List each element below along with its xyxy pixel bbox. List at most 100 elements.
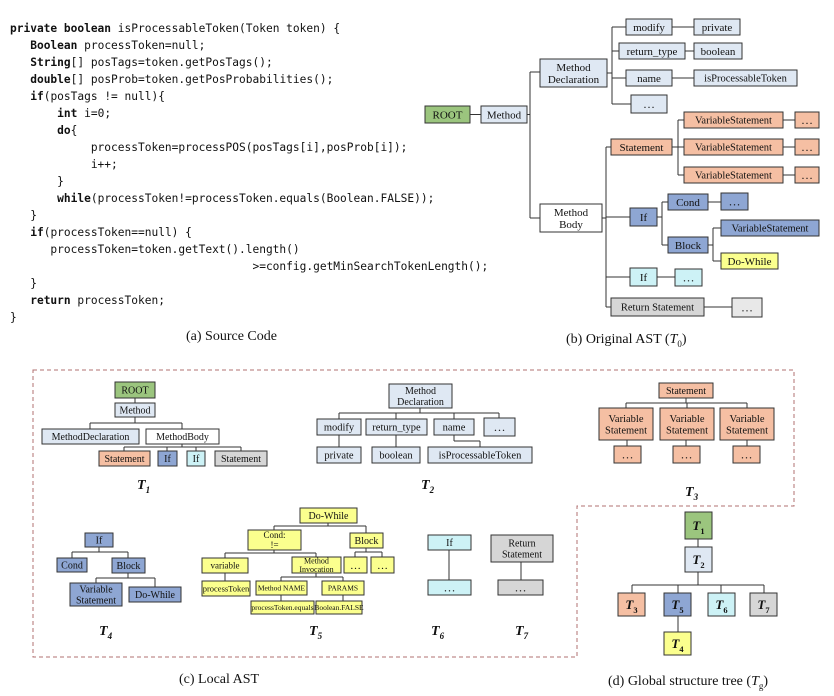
- node-label: …: [681, 448, 693, 462]
- node-t5-params: PARAMS: [321, 580, 365, 596]
- node-box: [480, 105, 528, 124]
- node-box: [794, 138, 820, 156]
- node-label: Variable: [730, 414, 765, 425]
- node-t4-if: If: [84, 532, 114, 548]
- node-box: [658, 382, 714, 399]
- node-label: …: [494, 420, 506, 434]
- node-box: [497, 579, 544, 596]
- node-box: [683, 166, 784, 184]
- node-label: Block: [355, 536, 379, 547]
- node-box: [684, 546, 713, 573]
- node-label: name: [637, 73, 661, 85]
- label-t4: T4: [99, 624, 113, 641]
- node-b-returnd: …: [731, 297, 763, 318]
- node-box: [683, 138, 784, 156]
- node-box: [693, 42, 743, 60]
- node-label: modify: [633, 22, 665, 34]
- node-g-t6: T6: [707, 592, 736, 617]
- node-b-condd: …: [720, 192, 749, 211]
- node-label: PARAMS: [328, 584, 358, 593]
- node-box: [684, 511, 713, 540]
- node-box: [370, 556, 395, 574]
- label-t1: T1: [137, 478, 151, 495]
- node-label: isProcessableToken: [704, 74, 787, 85]
- node-label: …: [801, 113, 813, 127]
- node-box: [672, 445, 701, 464]
- node-label: Method: [556, 62, 591, 74]
- node-g-t2: T2: [684, 546, 713, 573]
- node-label: Statement: [666, 386, 706, 397]
- code-line: i++;: [10, 158, 118, 171]
- node-t3-st: Statement: [658, 382, 714, 399]
- node-t5-cond: Cond:!=: [247, 529, 302, 551]
- node-label: ROOT: [433, 109, 463, 121]
- node-box: [618, 42, 686, 60]
- code-line: String[] posTags=token.getPosTags();: [30, 56, 273, 69]
- node-t2-dots: …: [483, 417, 516, 437]
- node-label: Cond: [676, 197, 700, 209]
- node-t2-name: name: [433, 418, 475, 436]
- label-t6: T6: [431, 624, 445, 641]
- node-t6-if: If: [427, 534, 472, 551]
- node-t4-block: Block: [111, 557, 146, 574]
- node-t5-dw: Do-While: [299, 507, 358, 524]
- node-b-dots1: …: [630, 94, 668, 114]
- node-box: [427, 534, 472, 551]
- node-box: [69, 582, 123, 607]
- node-label: Method: [487, 109, 522, 121]
- node-box: [683, 111, 784, 129]
- code-line: if(posTags != null){: [30, 90, 165, 103]
- node-label: variable: [211, 561, 240, 571]
- node-b-vs1: VariableStatement: [683, 111, 784, 129]
- node-box: [663, 592, 692, 617]
- node-box: [321, 580, 365, 596]
- node-label: ROOT: [121, 386, 148, 397]
- node-label: …: [801, 168, 813, 182]
- node-label: Block: [117, 561, 141, 572]
- label-t2: T2: [421, 478, 435, 495]
- node-t5-mname: Method NAME: [255, 580, 308, 596]
- node-t3-vs3: VariableStatement: [719, 407, 775, 441]
- node-box: [598, 407, 654, 441]
- code-line: }: [10, 311, 17, 324]
- node-t4-cond: Cond: [56, 557, 88, 573]
- node-label: Cond:: [263, 530, 285, 540]
- node-box: [145, 428, 220, 445]
- node-t6-d: …: [427, 579, 472, 596]
- code-line: }: [10, 175, 64, 188]
- node-box: [731, 297, 763, 318]
- node-box: [291, 556, 342, 574]
- node-t2-rt: return_type: [365, 418, 428, 436]
- node-t5-bf: Boolean.FALSE: [314, 600, 364, 615]
- node-label: Statement: [105, 454, 145, 465]
- node-t7-d: …: [497, 579, 544, 596]
- node-label: VariableStatement: [695, 171, 772, 182]
- node-label: Statement: [620, 142, 664, 154]
- node-box: [433, 418, 475, 436]
- node-label: processToken.equals: [251, 603, 313, 612]
- node-label: …: [377, 560, 388, 572]
- node-box: [539, 58, 608, 88]
- node-t5-bd2: …: [370, 556, 395, 574]
- node-label: Method: [554, 207, 589, 219]
- node-label: Do-While: [728, 256, 772, 268]
- node-box: [613, 445, 642, 464]
- node-b-blockvs: VariableStatement: [720, 219, 820, 237]
- node-label: If: [96, 536, 103, 547]
- node-t2-isproc: isProcessableToken: [427, 446, 533, 464]
- code-line: }: [10, 277, 37, 290]
- node-box: [693, 69, 798, 87]
- node-box: [250, 600, 315, 615]
- node-label: Do-While: [309, 511, 350, 522]
- node-label: …: [622, 448, 634, 462]
- node-label: name: [443, 423, 466, 434]
- node-box: [255, 580, 308, 596]
- label-t5: T5: [309, 624, 323, 641]
- node-label: Method: [119, 406, 150, 417]
- node-label: Variable: [609, 414, 644, 425]
- node-box: [667, 236, 709, 254]
- node-label: Variable: [79, 585, 113, 596]
- node-t1-ret: Statement: [214, 450, 268, 467]
- node-box: [56, 557, 88, 573]
